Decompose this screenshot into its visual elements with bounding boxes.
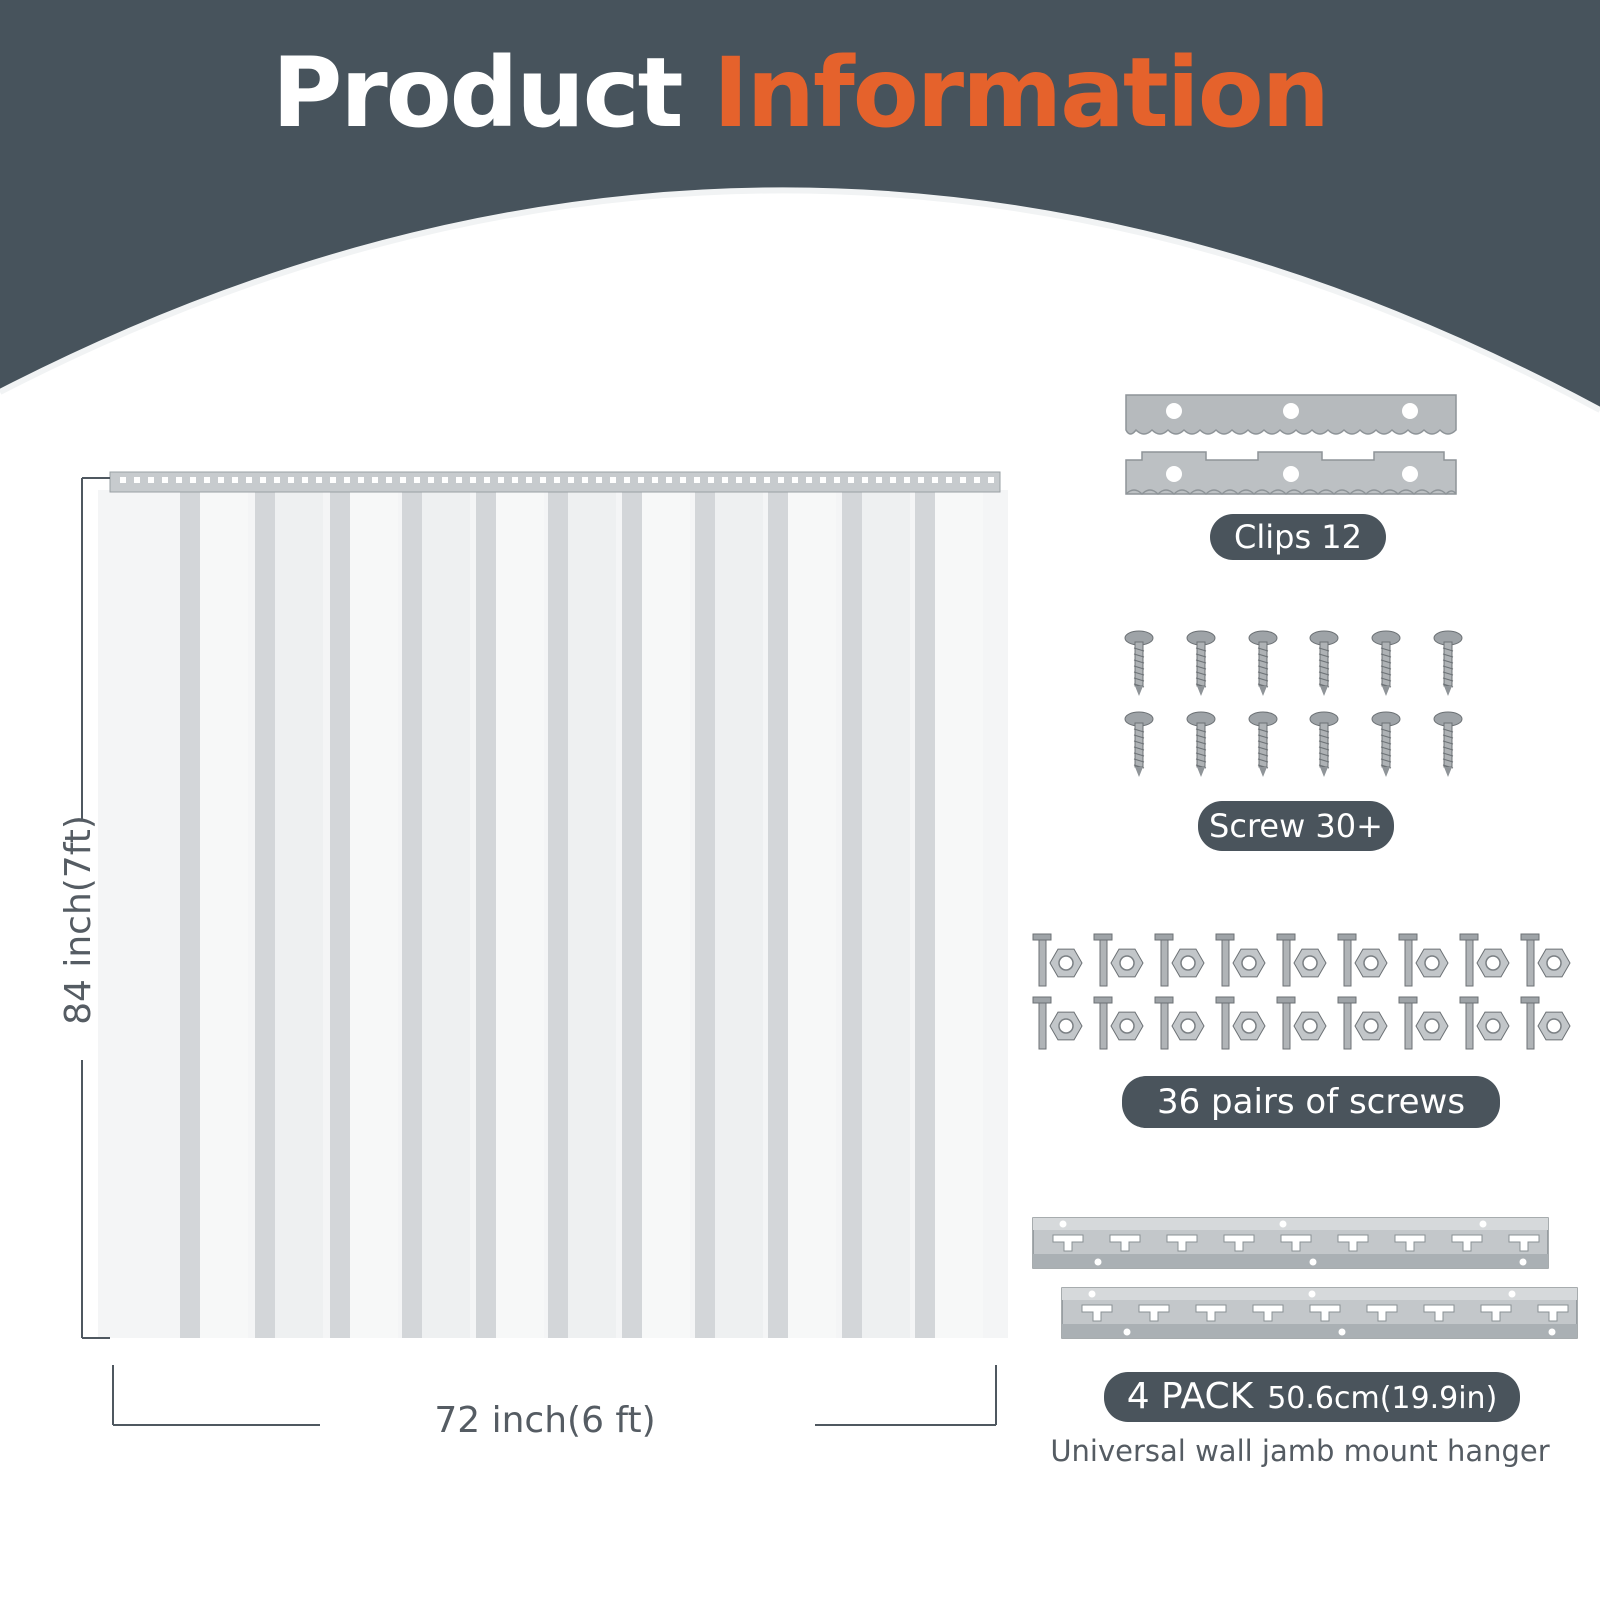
hanger-rail-icon <box>1032 1217 1578 1339</box>
title-part-1: Product <box>272 37 684 149</box>
clip-plate-icon <box>1125 394 1457 496</box>
bolt-nut-icon <box>1154 996 1205 1050</box>
bolt-nut-icon <box>1398 996 1449 1050</box>
clips-count-badge: Clips 12 <box>1210 514 1386 560</box>
bolt-nut-icon <box>1093 933 1144 987</box>
screw-icon <box>1433 711 1463 777</box>
bolt-nut-icon <box>1215 933 1266 987</box>
pack-size: 50.6cm(19.9in) <box>1267 1381 1498 1416</box>
curtain-strip-overlap <box>476 490 496 1338</box>
pack-count: 4 PACK <box>1126 1376 1254 1417</box>
curtain-strip-overlap <box>255 490 275 1338</box>
screw-icon <box>1309 630 1339 696</box>
curtain-strip-overlap <box>695 490 715 1338</box>
curtain-strip-overlap <box>915 490 935 1338</box>
header-background <box>0 0 1600 420</box>
height-dimension-label: 84 inch(7ft) <box>58 815 99 1025</box>
bolt-nut-icon <box>1032 996 1083 1050</box>
screws-group <box>1124 630 1463 777</box>
screw-icon <box>1309 711 1339 777</box>
curtain-strip-overlap <box>622 490 642 1338</box>
title-part-2: Information <box>712 37 1330 149</box>
bolt-nut-icon <box>1032 933 1083 987</box>
width-dimension-label: 72 inch(6 ft) <box>434 1400 656 1441</box>
curtain-strips <box>98 490 1008 1338</box>
screw-icon <box>1248 711 1278 777</box>
screw-icon <box>1186 711 1216 777</box>
screw-icon <box>1186 630 1216 696</box>
bolt-nut-icon <box>1520 996 1571 1050</box>
screw-pairs-badge: 36 pairs of screws <box>1122 1076 1500 1128</box>
bolt-nut-icon <box>1276 996 1327 1050</box>
bolt-nut-icon <box>1459 996 1510 1050</box>
bolt-nut-icon <box>1337 996 1388 1050</box>
screw-icon <box>1124 711 1154 777</box>
bolt-nut-icon <box>1276 933 1327 987</box>
bolts-group <box>1032 933 1571 1050</box>
dimension-lines <box>81 477 997 1426</box>
bolt-nut-icon <box>1093 996 1144 1050</box>
curtain-strip-overlap <box>768 490 788 1338</box>
screw-icon <box>1433 630 1463 696</box>
hanger-pack-badge: 4 PACK 50.6cm(19.9in) <box>1104 1372 1520 1422</box>
curtain-top-rail <box>109 471 1001 493</box>
page-title: Product Information <box>0 38 1600 148</box>
curtain-strip-overlap <box>330 490 350 1338</box>
screw-icon <box>1248 630 1278 696</box>
screw-icon <box>1124 630 1154 696</box>
bolt-nut-icon <box>1215 996 1266 1050</box>
bolt-nut-icon <box>1154 933 1205 987</box>
bolt-nut-icon <box>1520 933 1571 987</box>
bolt-nut-icon <box>1398 933 1449 987</box>
screw-count-badge: Screw 30+ <box>1198 801 1394 851</box>
bolt-nut-icon <box>1459 933 1510 987</box>
curtain-strip-overlap <box>842 490 862 1338</box>
bolt-nut-icon <box>1337 933 1388 987</box>
curtain-strip-overlap <box>548 490 568 1338</box>
hanger-caption: Universal wall jamb mount hanger <box>1050 1434 1550 1468</box>
screw-icon <box>1371 711 1401 777</box>
screw-icon <box>1371 630 1401 696</box>
curtain-strip-overlap <box>180 490 200 1338</box>
curtain-strip-overlap <box>402 490 422 1338</box>
